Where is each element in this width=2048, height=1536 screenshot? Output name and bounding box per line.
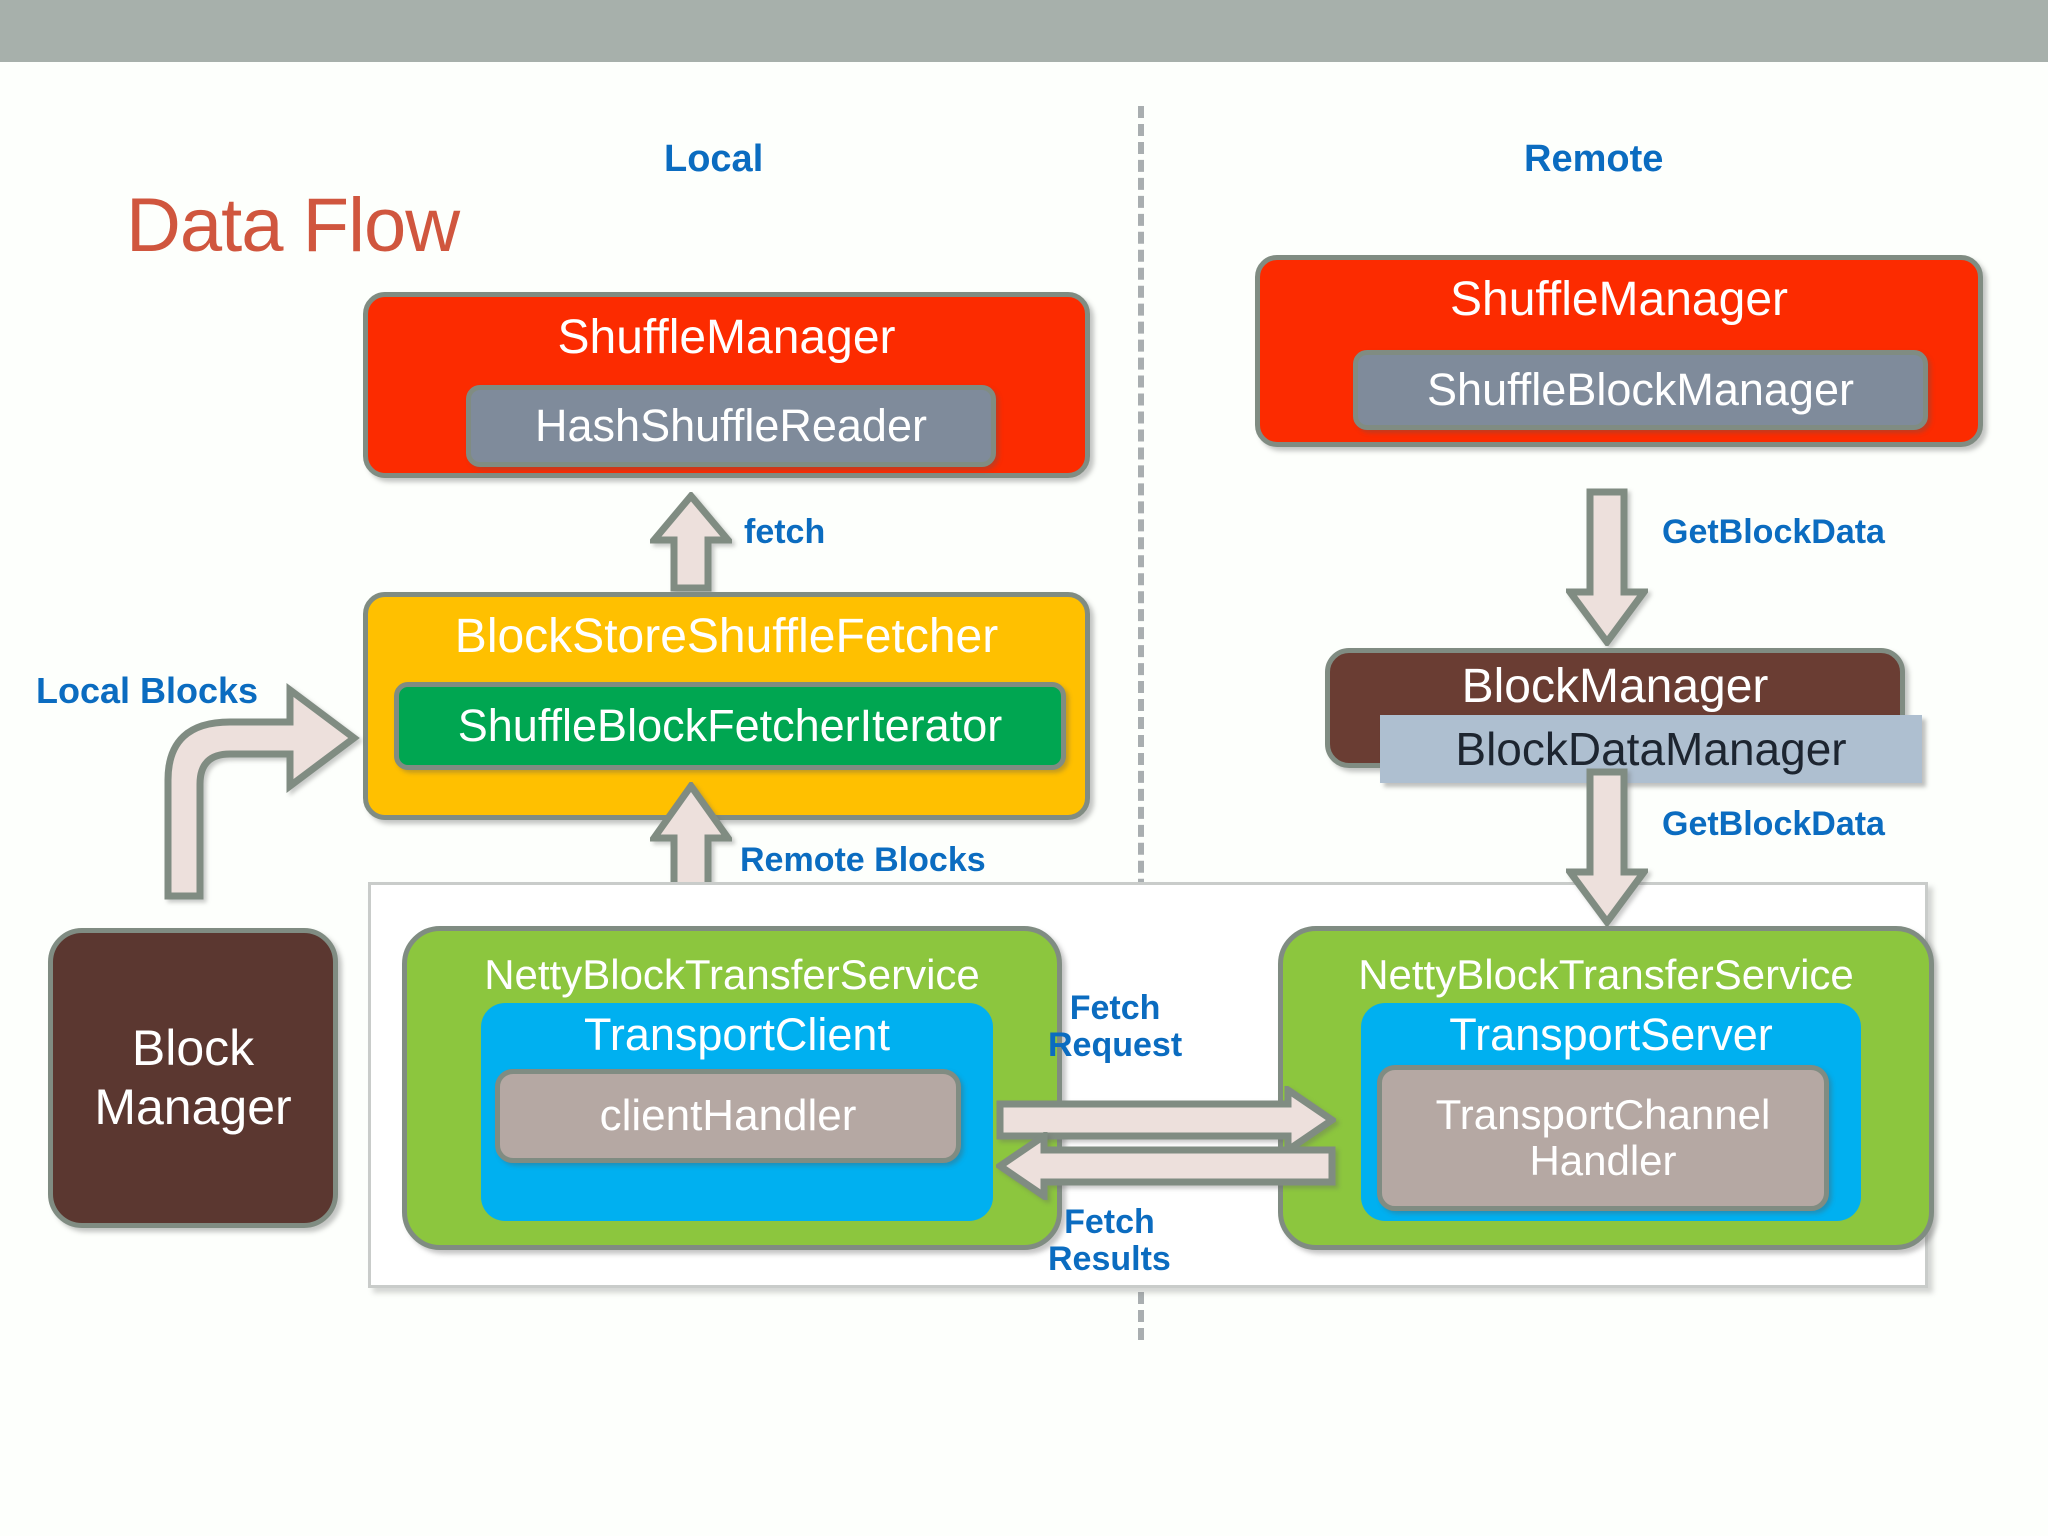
node-title: ShuffleManager xyxy=(557,311,896,364)
section-label-remote: Remote xyxy=(1524,138,1664,180)
arrow-get-block-data-top xyxy=(1566,488,1648,646)
section-label-local: Local xyxy=(664,138,764,180)
node-title: BlockManager xyxy=(1461,660,1769,713)
edge-label-get-block-data-top: GetBlockData xyxy=(1662,513,1885,551)
node-title: BlockStoreShuffleFetcher xyxy=(454,610,999,663)
node-title: ShuffleManager xyxy=(1449,273,1788,326)
fetch-request-line2: Request xyxy=(1048,1025,1183,1064)
node-title: TransportServer xyxy=(1449,1009,1773,1060)
edge-label-get-block-data-bottom: GetBlockData xyxy=(1662,805,1885,843)
arrow-fetch-results-left xyxy=(996,1132,1336,1200)
edge-label-fetch-results: Fetch Results xyxy=(1048,1204,1171,1277)
node-transport-channel-handler[interactable]: TransportChannel Handler xyxy=(1377,1065,1829,1211)
edge-label-fetch-request: Fetch Request xyxy=(1048,990,1182,1063)
arrow-get-block-data-bottom xyxy=(1566,768,1648,926)
page-title: Data Flow xyxy=(126,183,460,268)
arrow-fetch-request-right xyxy=(996,1086,1336,1154)
node-shuffle-block-fetcher-iterator[interactable]: ShuffleBlockFetcherIterator xyxy=(394,682,1066,770)
node-netty-block-transfer-service-remote[interactable]: NettyBlockTransferService TransportServe… xyxy=(1278,926,1934,1250)
node-hash-shuffle-reader[interactable]: HashShuffleReader xyxy=(466,385,996,467)
node-shuffle-manager-remote[interactable]: ShuffleManager ShuffleBlockManager xyxy=(1255,255,1983,447)
node-title: TransportClient xyxy=(584,1009,890,1060)
edge-label-remote-blocks: Remote Blocks xyxy=(740,841,986,879)
slide-top-band xyxy=(0,0,2048,62)
fetch-results-line2: Results xyxy=(1048,1239,1171,1278)
local-remote-divider xyxy=(1138,106,1144,1340)
fetch-results-line1: Fetch xyxy=(1064,1203,1155,1241)
node-block-data-manager[interactable]: BlockDataManager xyxy=(1380,715,1922,783)
node-shuffle-manager-local[interactable]: ShuffleManager HashShuffleReader xyxy=(363,292,1090,478)
node-block-manager-local[interactable]: Block Manager xyxy=(48,928,338,1228)
node-client-handler[interactable]: clientHandler xyxy=(495,1069,961,1163)
node-netty-block-transfer-service-local[interactable]: NettyBlockTransferService TransportClien… xyxy=(402,926,1062,1250)
node-title: NettyBlockTransferService xyxy=(1358,951,1854,998)
node-transport-server[interactable]: TransportServer TransportChannel Handler xyxy=(1361,1003,1861,1221)
handler-line2: Handler xyxy=(1529,1137,1677,1184)
node-block-store-shuffle-fetcher[interactable]: BlockStoreShuffleFetcher ShuffleBlockFet… xyxy=(363,592,1090,820)
fetch-request-line1: Fetch xyxy=(1069,989,1161,1027)
node-block-manager-remote[interactable]: BlockManager BlockDataManager xyxy=(1325,648,1922,783)
edge-label-fetch: fetch xyxy=(744,513,826,551)
node-title-line2: Manager xyxy=(94,1079,292,1135)
node-shuffle-block-manager[interactable]: ShuffleBlockManager xyxy=(1353,350,1928,430)
edge-label-local-blocks: Local Blocks xyxy=(36,670,259,711)
node-title: NettyBlockTransferService xyxy=(484,951,980,998)
arrow-fetch-up xyxy=(650,492,732,592)
arrow-local-blocks-curved xyxy=(140,660,380,900)
node-title-line1: Block xyxy=(131,1020,255,1076)
handler-line1: TransportChannel xyxy=(1435,1090,1771,1138)
node-transport-client[interactable]: TransportClient clientHandler xyxy=(481,1003,993,1221)
